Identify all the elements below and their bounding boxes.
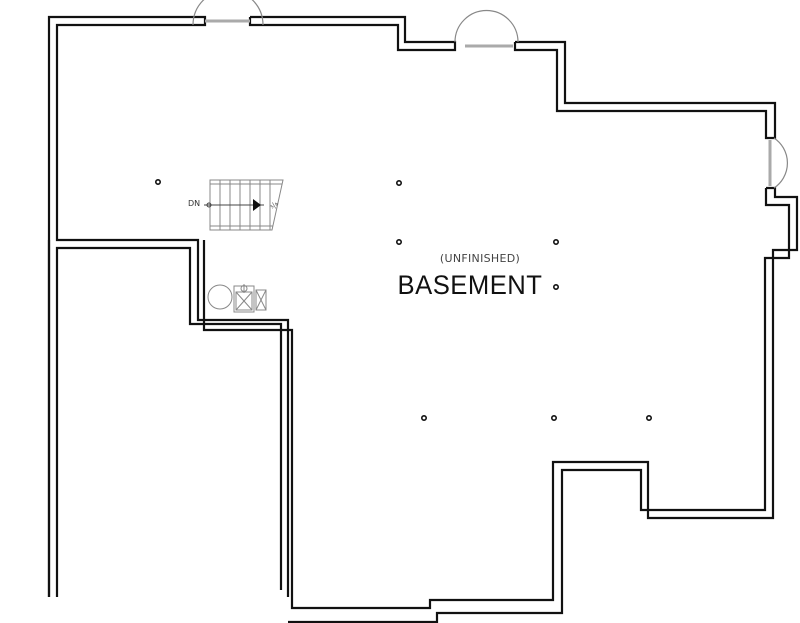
room-name-label: BASEMENT [397, 270, 543, 300]
mechanical-fixtures [207, 284, 267, 313]
support-columns [155, 179, 652, 421]
right-window [768, 137, 788, 189]
exterior-walls [47, 15, 799, 623]
column-icon [420, 414, 427, 421]
column-icon [395, 239, 402, 246]
top-middle-window [454, 9, 519, 48]
hvac-unit-icon [255, 289, 267, 311]
column-icon [645, 414, 652, 421]
column-icon [155, 179, 162, 186]
column-icon [552, 283, 559, 290]
top-left-window [192, 0, 264, 26]
furnace-icon [233, 284, 255, 313]
svg-text:¾: ¾ [269, 200, 281, 211]
column-icon [552, 239, 559, 246]
room-note-label: (UNFINISHED) [439, 252, 521, 265]
column-icon [550, 414, 557, 421]
stairs: ¾ [204, 179, 284, 231]
stair-direction-arrow-icon [253, 199, 261, 211]
stairs-down-label: DN [188, 199, 201, 208]
water-heater-icon [207, 284, 233, 310]
column-icon [395, 180, 402, 187]
